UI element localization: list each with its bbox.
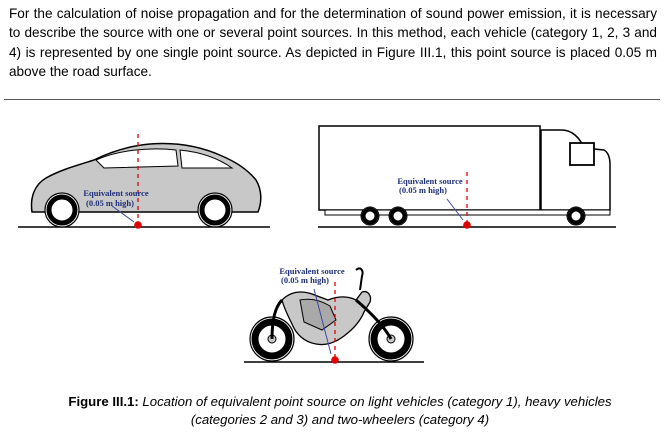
motorcycle-illustration: Equivalent source (0.05 m high) [244, 266, 424, 364]
motorcycle-source-marker [331, 356, 339, 364]
caption-label: Figure III.1: [68, 394, 139, 409]
figure-caption: Figure III.1: Location of equivalent poi… [60, 393, 620, 429]
caption-text: Location of equivalent point source on l… [142, 394, 612, 427]
truck-source-label-1: Equivalent source [397, 176, 462, 186]
body-paragraph: For the calculation of noise propagation… [9, 6, 657, 80]
truck-illustration: Equivalent source (0.05 m high) [318, 125, 616, 229]
section-divider [4, 99, 660, 100]
motorcycle-source-label-2: (0.05 m high) [281, 275, 329, 285]
motorcycle-source-label-1: Equivalent source [279, 266, 344, 276]
car-source-label-1: Equivalent source [83, 188, 148, 198]
car-source-marker [134, 221, 142, 229]
car-source-label-2: (0.05 m high) [86, 198, 134, 208]
car-illustration: Equivalent source (0.05 m high) [18, 134, 270, 229]
truck-source-marker [463, 221, 471, 229]
truck-source-label-2: (0.05 m high) [399, 185, 447, 195]
